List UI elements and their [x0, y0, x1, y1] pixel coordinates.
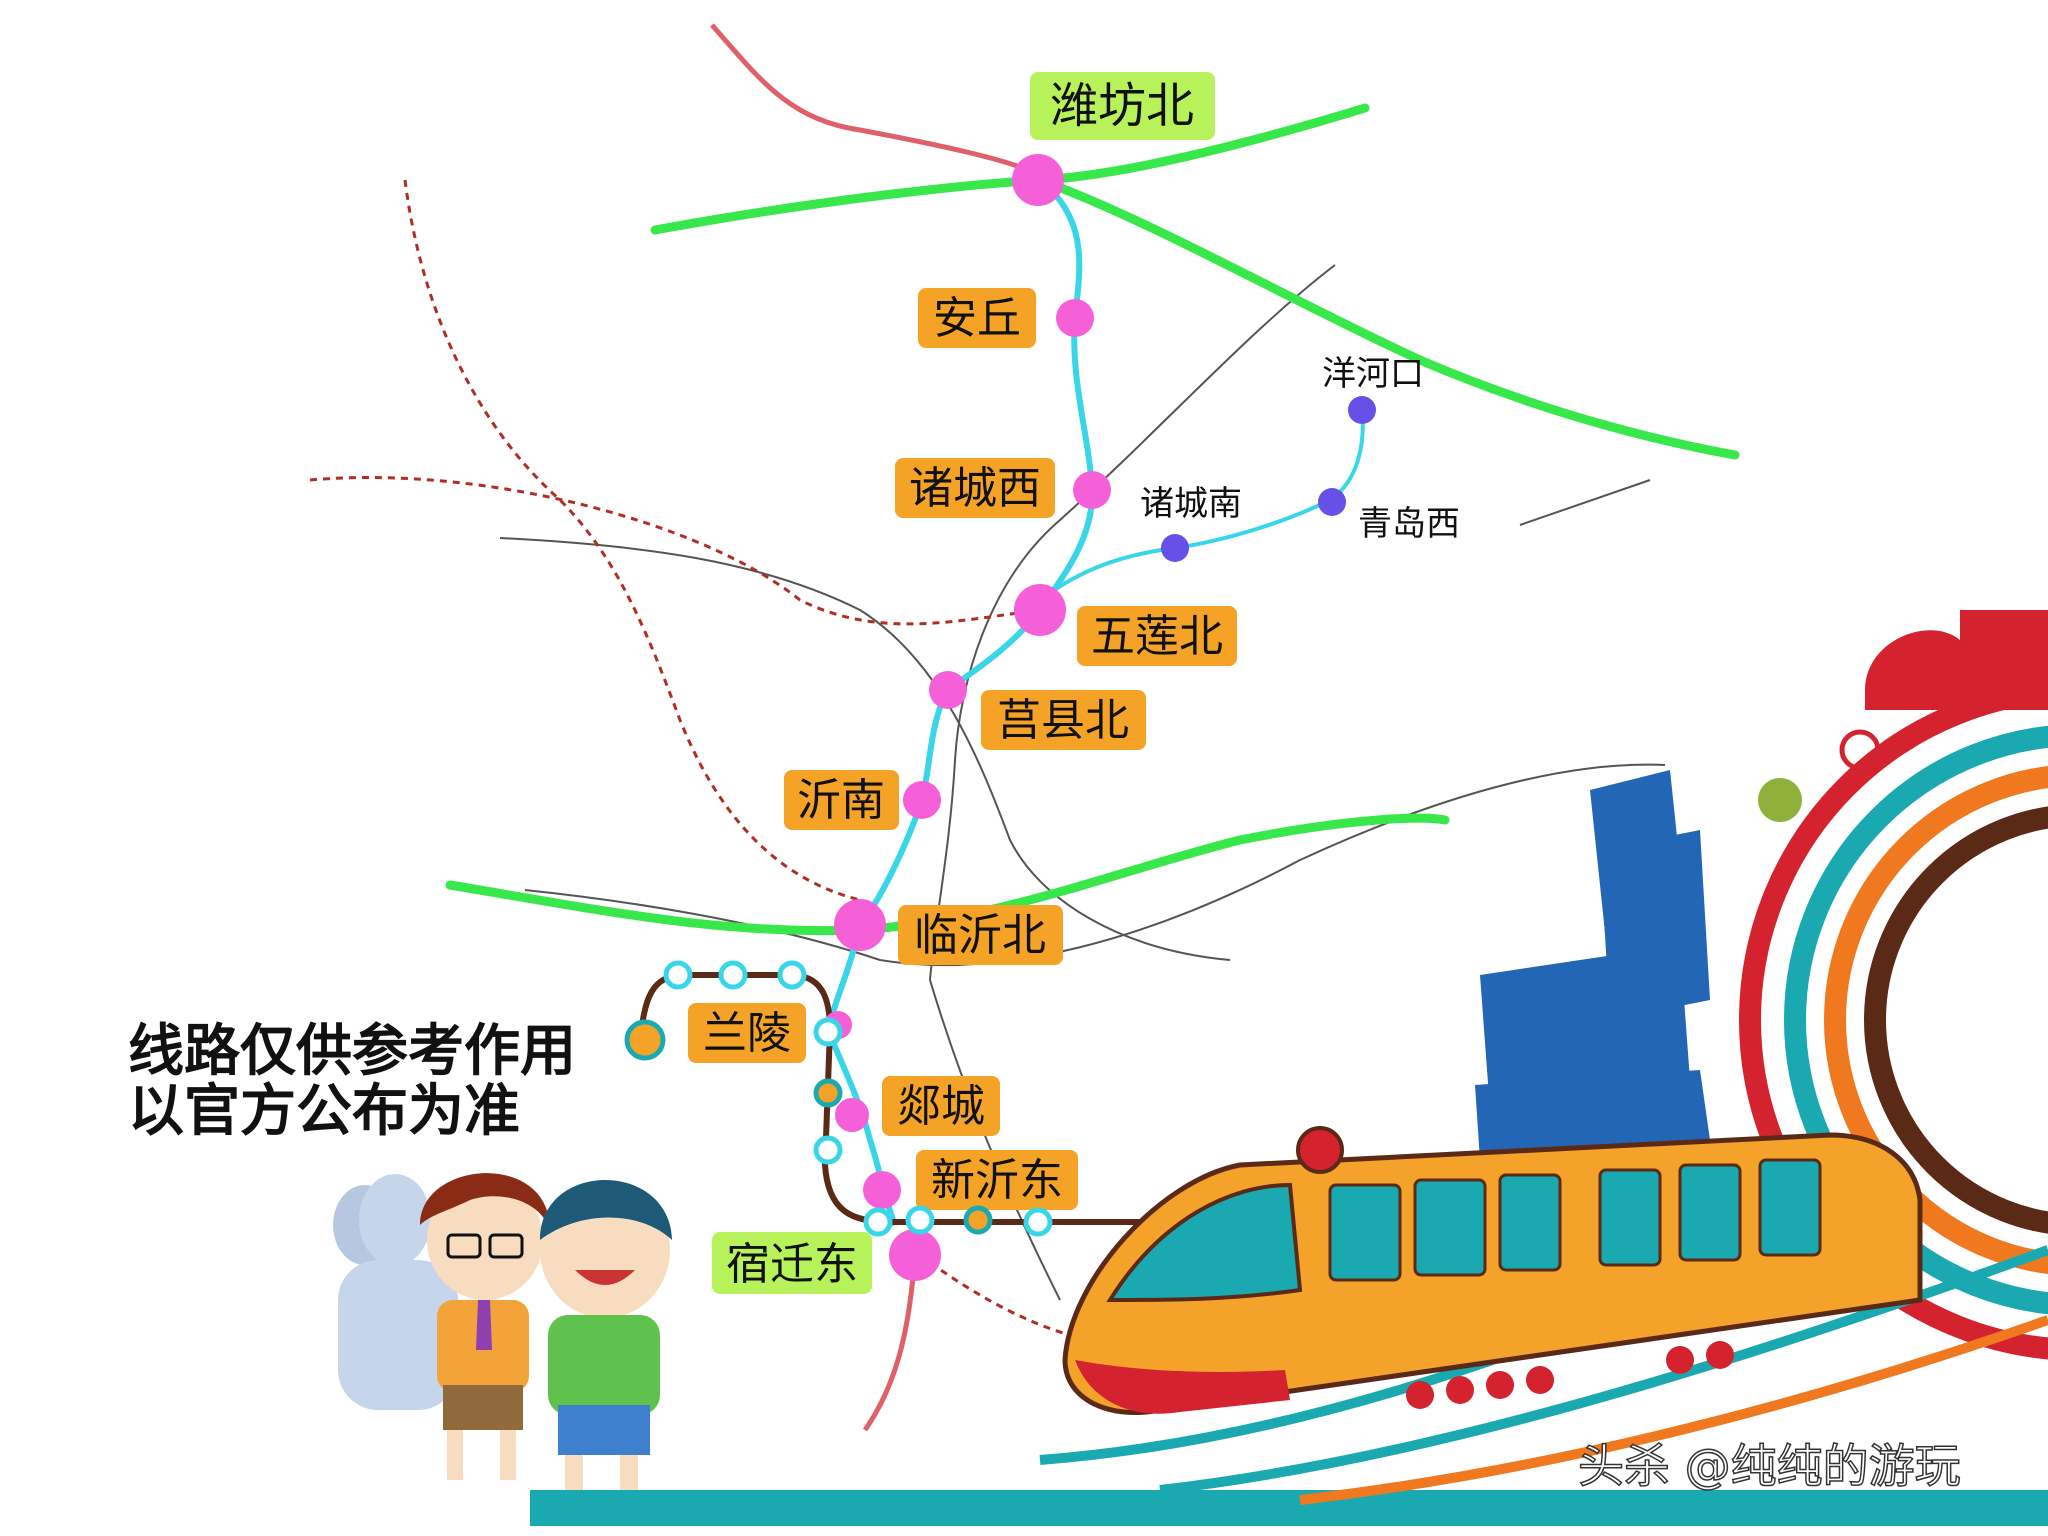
station-suqian-dong-text: 宿迁东 — [726, 1239, 858, 1290]
disclaimer: 线路仅供参考作用 以官方公布为准 — [128, 1019, 576, 1144]
station-zhucheng-nan-text: 诸城南 — [1140, 484, 1242, 524]
station-zhucheng-xi-text: 诸城西 — [909, 463, 1041, 514]
station-qingdao-xi-text: 青岛西 — [1358, 504, 1460, 544]
station-anqiu-text: 安丘 — [933, 293, 1021, 344]
disclaimer-line1: 线路仅供参考作用 — [128, 1019, 576, 1084]
station-juxian-bei-text: 莒县北 — [997, 695, 1129, 746]
main-station-dots — [824, 154, 1111, 1281]
watermark: 头杀 @纯纯的游玩 — [1578, 1439, 1961, 1493]
station-yinan-text: 沂南 — [797, 775, 885, 826]
branch-station-labels: 洋河口 青岛西 诸城南 — [1140, 354, 1460, 544]
brown-local-line — [637, 972, 1180, 1225]
station-lanling-text: 兰陵 — [703, 1008, 791, 1059]
ground-strip — [530, 1490, 2048, 1526]
cartoon-kids-illustration — [333, 1173, 672, 1505]
branch-station-dots — [1161, 396, 1376, 562]
city-skyline-decoration — [1475, 610, 2048, 1360]
green-rails — [445, 103, 1740, 936]
station-weifang-bei-label: 潍坊北 — [1030, 72, 1215, 140]
disclaimer-line2: 以官方公布为准 — [128, 1079, 520, 1144]
red-rail-north — [710, 23, 1042, 178]
station-weifang-bei-text: 潍坊北 — [1050, 78, 1194, 134]
station-tancheng-text: 郯城 — [897, 1081, 985, 1132]
orange-station-labels: 安丘 诸城西 五莲北 莒县北 沂南 临沂北 兰陵 郯城 新沂东 — [688, 288, 1237, 1210]
station-linyi-bei-text: 临沂北 — [914, 910, 1046, 961]
station-suqian-dong-label: 宿迁东 — [712, 1232, 872, 1294]
train-illustration — [1062, 1126, 1923, 1416]
station-yanghekou-text: 洋河口 — [1322, 354, 1424, 394]
station-wulian-bei-text: 五莲北 — [1091, 611, 1223, 662]
local-loop-stops — [624, 960, 1053, 1237]
red-rail-south — [862, 1254, 918, 1432]
branch-line-qingdao — [1038, 409, 1365, 602]
main-line — [824, 177, 1096, 1227]
station-xinyi-dong-text: 新沂东 — [931, 1155, 1063, 1206]
